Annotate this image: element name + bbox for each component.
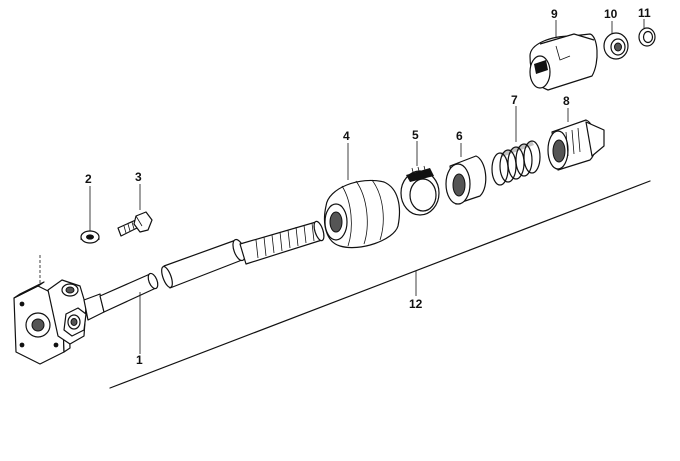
- callout-7: 7: [511, 93, 518, 107]
- callout-8: 8: [563, 94, 570, 108]
- callout-6: 6: [456, 129, 463, 143]
- assembly-reference-line: [109, 180, 651, 389]
- part-7-spring: [491, 140, 541, 186]
- part-2-washer: [80, 230, 100, 244]
- part-1-shaft-with-joint: [13, 255, 159, 365]
- callout-12: 12: [409, 297, 423, 311]
- callout-numbers: 1 2 3 4 5 6 7 8 9 10 11 12: [85, 6, 651, 367]
- part-9-housing-cap: [529, 33, 598, 91]
- callout-5: 5: [412, 128, 419, 142]
- part-4-rubber-boot: [323, 179, 401, 249]
- part-8-splined-sleeve: [547, 119, 605, 171]
- shaft-splined-section: [239, 220, 325, 265]
- part-6-bushing: [445, 155, 487, 205]
- part-11-retaining-ring: [638, 27, 656, 47]
- callout-2: 2: [85, 172, 92, 186]
- shaft-middle-section: [161, 238, 246, 289]
- part-3-bolt: [117, 211, 153, 237]
- callout-3: 3: [135, 170, 142, 184]
- callout-4: 4: [343, 129, 350, 143]
- callout-11: 11: [638, 6, 651, 20]
- callout-1: 1: [136, 353, 143, 367]
- part-5-hose-clamp: [400, 165, 440, 216]
- callout-10: 10: [604, 7, 618, 21]
- part-10-bearing-ring: [603, 32, 629, 60]
- leader-lines: [89, 19, 645, 354]
- callout-9: 9: [551, 7, 558, 21]
